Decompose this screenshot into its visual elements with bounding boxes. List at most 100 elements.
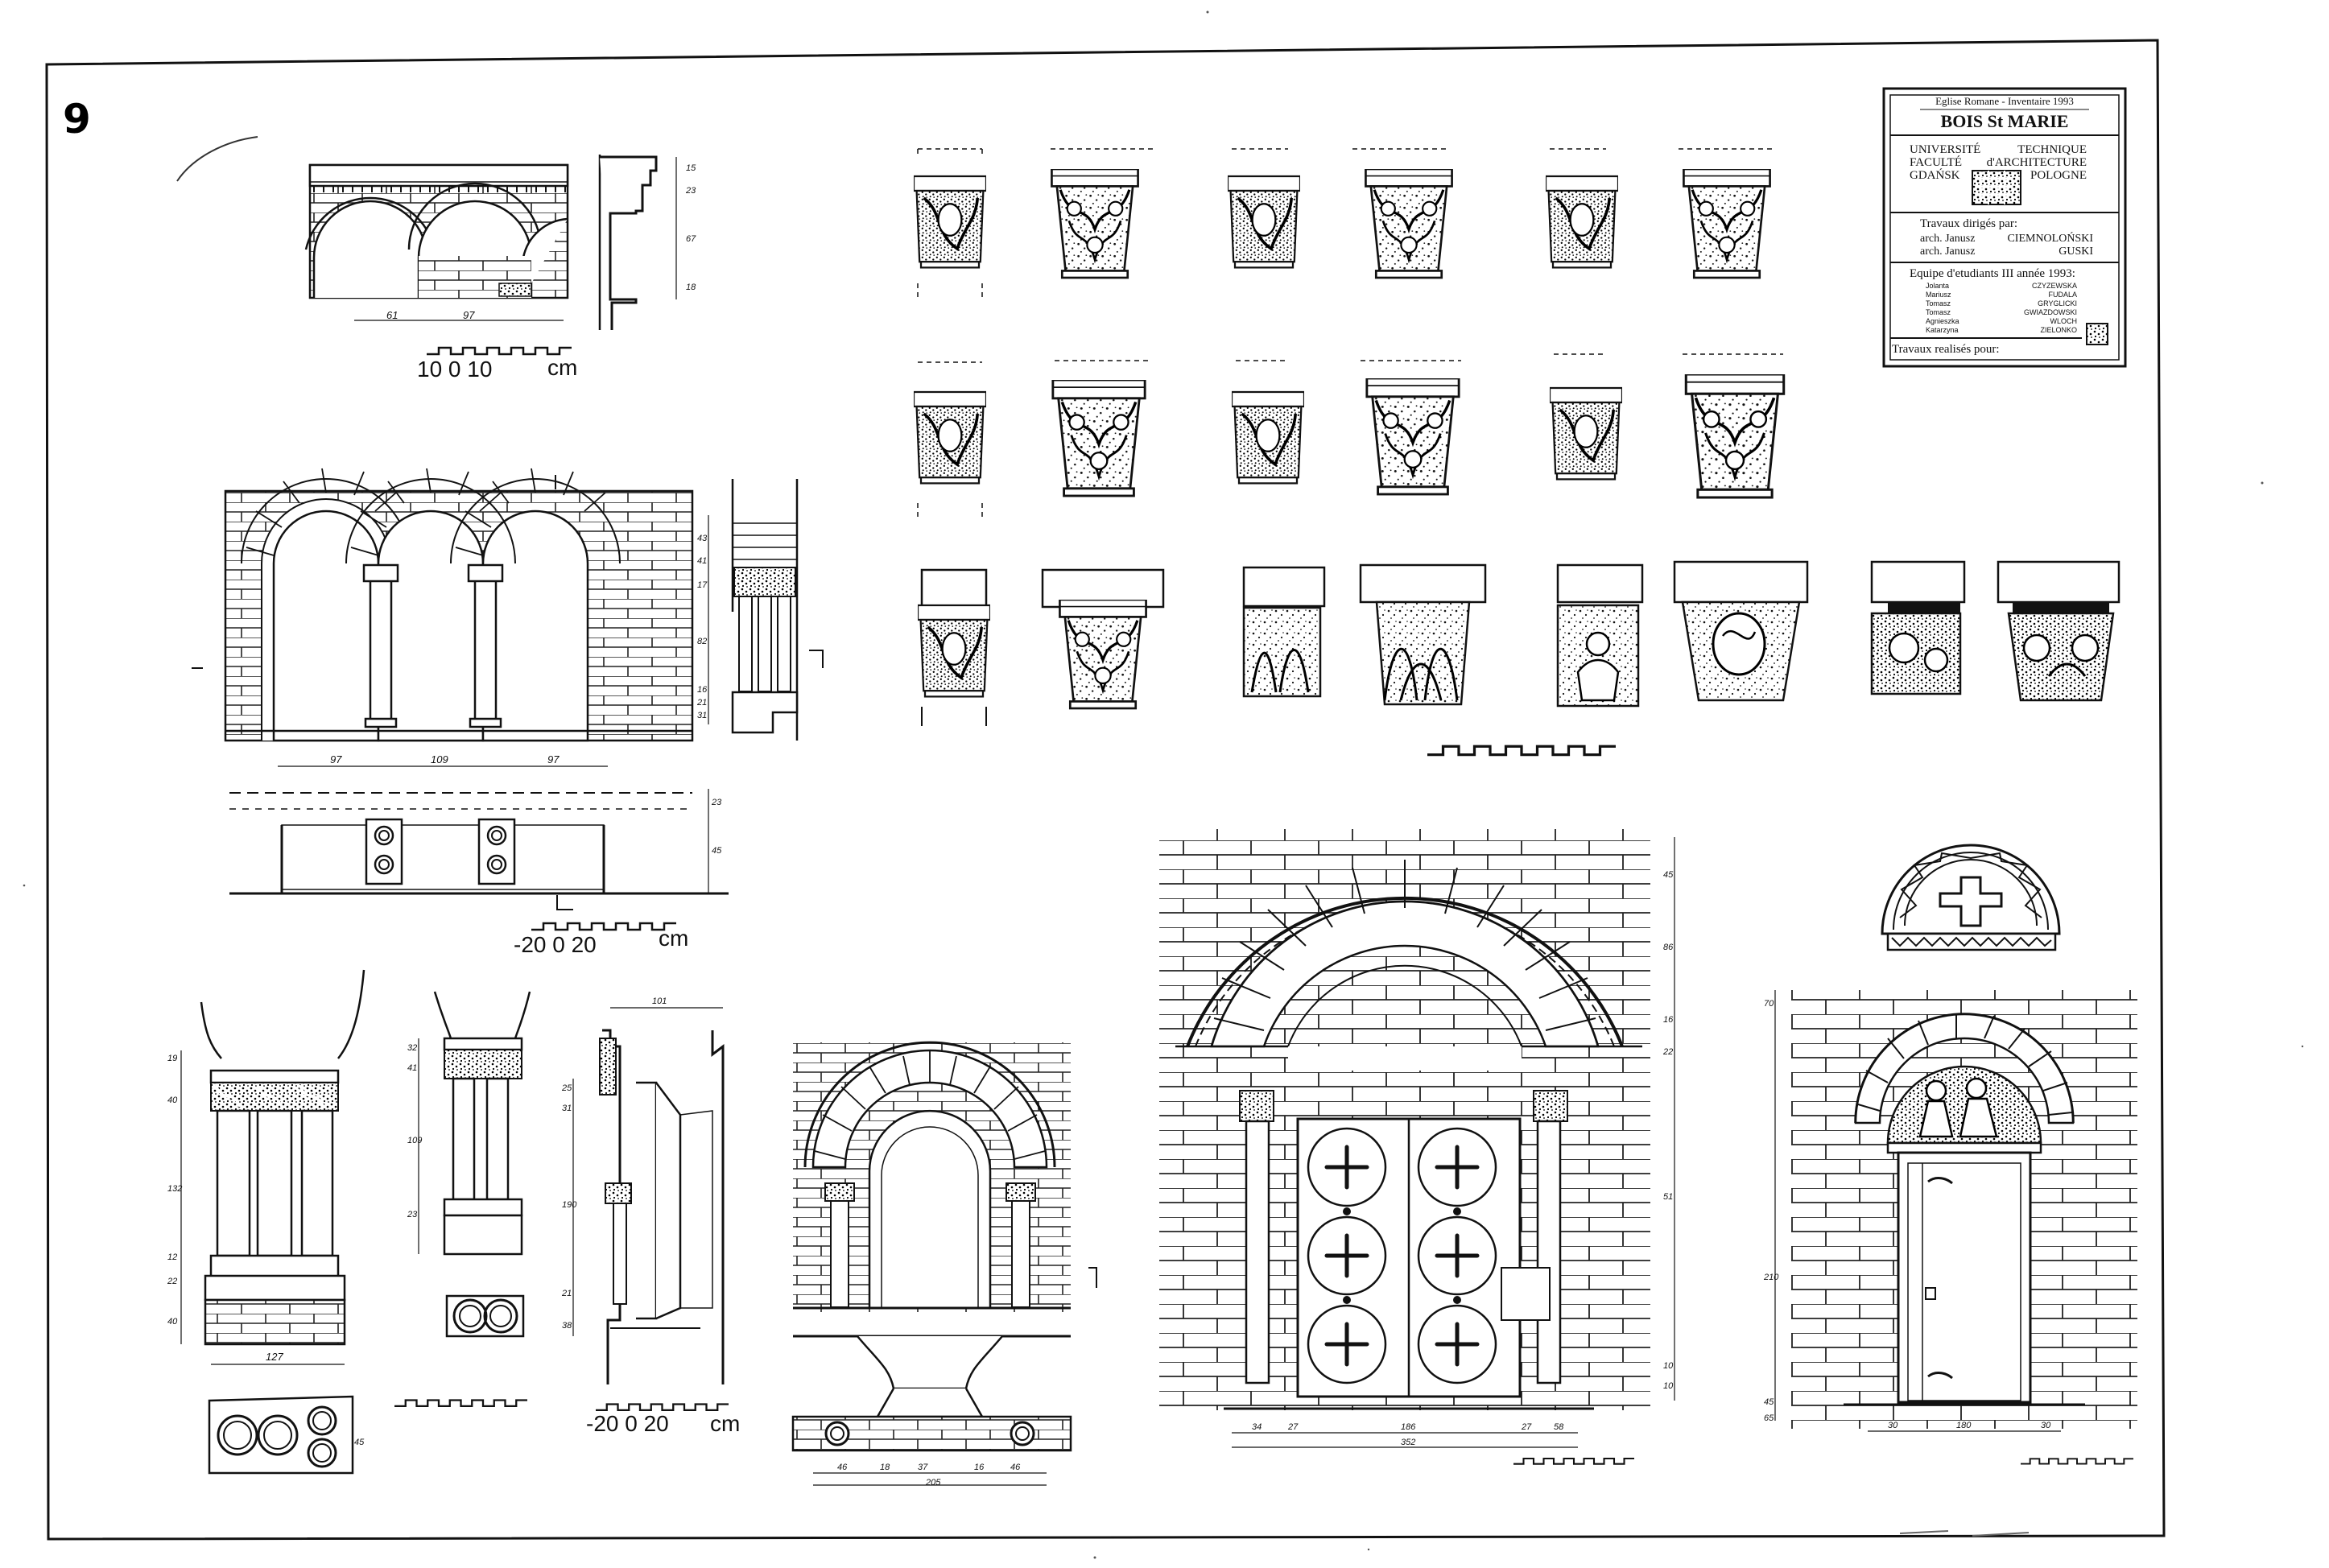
dimension-label: 18 (686, 283, 696, 292)
scale-bar-2: -20 0 20 cm (514, 922, 688, 957)
capital-drawing (1683, 353, 1784, 497)
dimension-label: 15 (686, 163, 696, 173)
dimension-label: 97 (463, 309, 475, 321)
dimension-label: 30 (1888, 1421, 1898, 1430)
uni-left-2: FACULTÉ (1910, 155, 1962, 169)
uni-left-3: GDAŃSK (1910, 168, 1960, 182)
scale-bar-3 (394, 1399, 527, 1408)
directed-label: Travaux dirigés par: (1920, 217, 2017, 230)
capital-drawing (1359, 563, 1487, 706)
director-1-first: arch. Janusz (1920, 233, 1975, 245)
pencil-mark (176, 136, 258, 182)
scale-bar-capitals (1427, 746, 1616, 754)
dimension-label: 37 (918, 1463, 928, 1472)
dimension-label: 10 (1663, 1381, 1674, 1391)
capital-drawing (1556, 563, 1644, 708)
dimension-label: 45 (1764, 1397, 1774, 1407)
capital-drawing (918, 568, 990, 726)
capital-drawing (1997, 560, 2120, 702)
dimension-label: 58 (1554, 1422, 1564, 1432)
sheet-frame (45, 39, 2166, 1541)
scale-unit: cm (547, 355, 577, 380)
scale-bar-1: 10 0 10 cm (417, 346, 577, 382)
student-last: GRYGLICKI (2038, 299, 2077, 307)
arcade-elevation: 97 109 97 (192, 468, 694, 767)
dimension-label: 70 (1764, 999, 1774, 1009)
cartouche-title: BOIS St MARIE (1941, 111, 2069, 131)
dimension-label: 22 (167, 1277, 177, 1286)
dimension-label: 46 (1010, 1463, 1021, 1472)
column-cluster-elevation: 19 40 132 12 22 40 127 (167, 969, 365, 1365)
student-last: ZIELONKO (2040, 326, 2077, 334)
scale-numbers: 10 0 10 (417, 357, 492, 382)
capital-drawing (1228, 148, 1300, 270)
scale-unit: cm (710, 1411, 740, 1436)
dimension-label: 190 (562, 1200, 577, 1210)
capital-drawing (1361, 360, 1461, 494)
dimension-label: 21 (561, 1289, 572, 1298)
capitals-grid (914, 148, 2120, 726)
dimension-label: 18 (880, 1463, 890, 1472)
student-first: Tomasz (1926, 299, 1951, 307)
main-portal-elevation: 34 27 186 27 58 352 45 86 16 22 51 10 10 (1159, 829, 1675, 1448)
dimension-label: 31 (697, 711, 707, 720)
twin-column-plan (445, 1294, 525, 1338)
dimension-label: 186 (1401, 1422, 1416, 1432)
dimension-label: 127 (266, 1351, 283, 1363)
scan-noise (23, 10, 2304, 1559)
student-first: Tomasz (1926, 308, 1951, 316)
capital-drawing (1053, 360, 1151, 496)
uni-right-3: POLOGNE (2030, 169, 2087, 182)
realised-label: Travaux realisés pour: (1892, 343, 2000, 356)
scale-bar-4: -20 0 20 cm (586, 1403, 740, 1436)
dimension-label: 19 (167, 1054, 177, 1063)
student-first: Mariusz (1926, 291, 1951, 299)
dimension-label: 16 (697, 685, 708, 695)
scale-unit: cm (659, 926, 688, 951)
dimension-label: 109 (431, 753, 448, 765)
dimension-label: 210 (1763, 1273, 1779, 1282)
dimension-label: 132 (167, 1184, 182, 1194)
dimension-label: 109 (407, 1136, 422, 1145)
capital-drawing (1051, 148, 1155, 278)
logo-stamp-icon (2086, 323, 2108, 345)
dimension-label: 12 (167, 1252, 177, 1262)
dimension-label: 82 (697, 637, 707, 646)
student-first: Agnieszka (1926, 317, 1959, 325)
cartouche-header: Eglise Romane - Inventaire 1993 (1935, 95, 2074, 107)
dimension-label: 180 (1956, 1421, 1972, 1430)
dimension-label: 23 (685, 186, 696, 196)
capital-drawing (1232, 360, 1304, 483)
dimension-label: 25 (561, 1083, 572, 1093)
dimension-label: 41 (697, 556, 707, 566)
dimension-label: 34 (1252, 1422, 1262, 1432)
dimension-label: 352 (1401, 1438, 1415, 1447)
capital-drawing (1546, 148, 1618, 270)
team-label: Equipe d'etudiants III année 1993: (1910, 267, 2075, 280)
director-2-first: arch. Janusz (1920, 246, 1975, 258)
dimension-label: 101 (652, 997, 667, 1006)
dimension-label: 51 (1663, 1192, 1673, 1202)
dimension-label: 65 (1764, 1413, 1774, 1423)
side-portal-elevation: 30 180 30 70 210 45 65 (1763, 990, 2137, 1432)
dimension-label: 21 (696, 698, 707, 708)
dimension-label: 40 (167, 1317, 178, 1327)
scale-bar-portal (1513, 1457, 1634, 1465)
dimension-label: 67 (686, 234, 696, 244)
dimension-label: 23 (407, 1210, 418, 1219)
dimension-label: 27 (1521, 1422, 1532, 1432)
dimension-label: 86 (1663, 943, 1674, 952)
dimension-label: 17 (697, 580, 708, 590)
university-emblem-icon (1972, 170, 2021, 205)
title-block: Eglise Romane - Inventaire 1993 BOIS St … (1882, 87, 2127, 368)
arcade-plan: 23 45 (229, 789, 729, 910)
dimension-label: 10 (1663, 1361, 1674, 1371)
dimension-label: 45 (1663, 870, 1674, 880)
tympanum-cross (1881, 844, 2061, 951)
scale-bar-side-portal (2021, 1458, 2133, 1465)
dimension-label: 22 (1662, 1047, 1673, 1057)
window-elevation: 46 18 37 16 46 205 (791, 1041, 1097, 1488)
capital-drawing (1550, 353, 1622, 479)
capital-drawing (1041, 568, 1165, 708)
